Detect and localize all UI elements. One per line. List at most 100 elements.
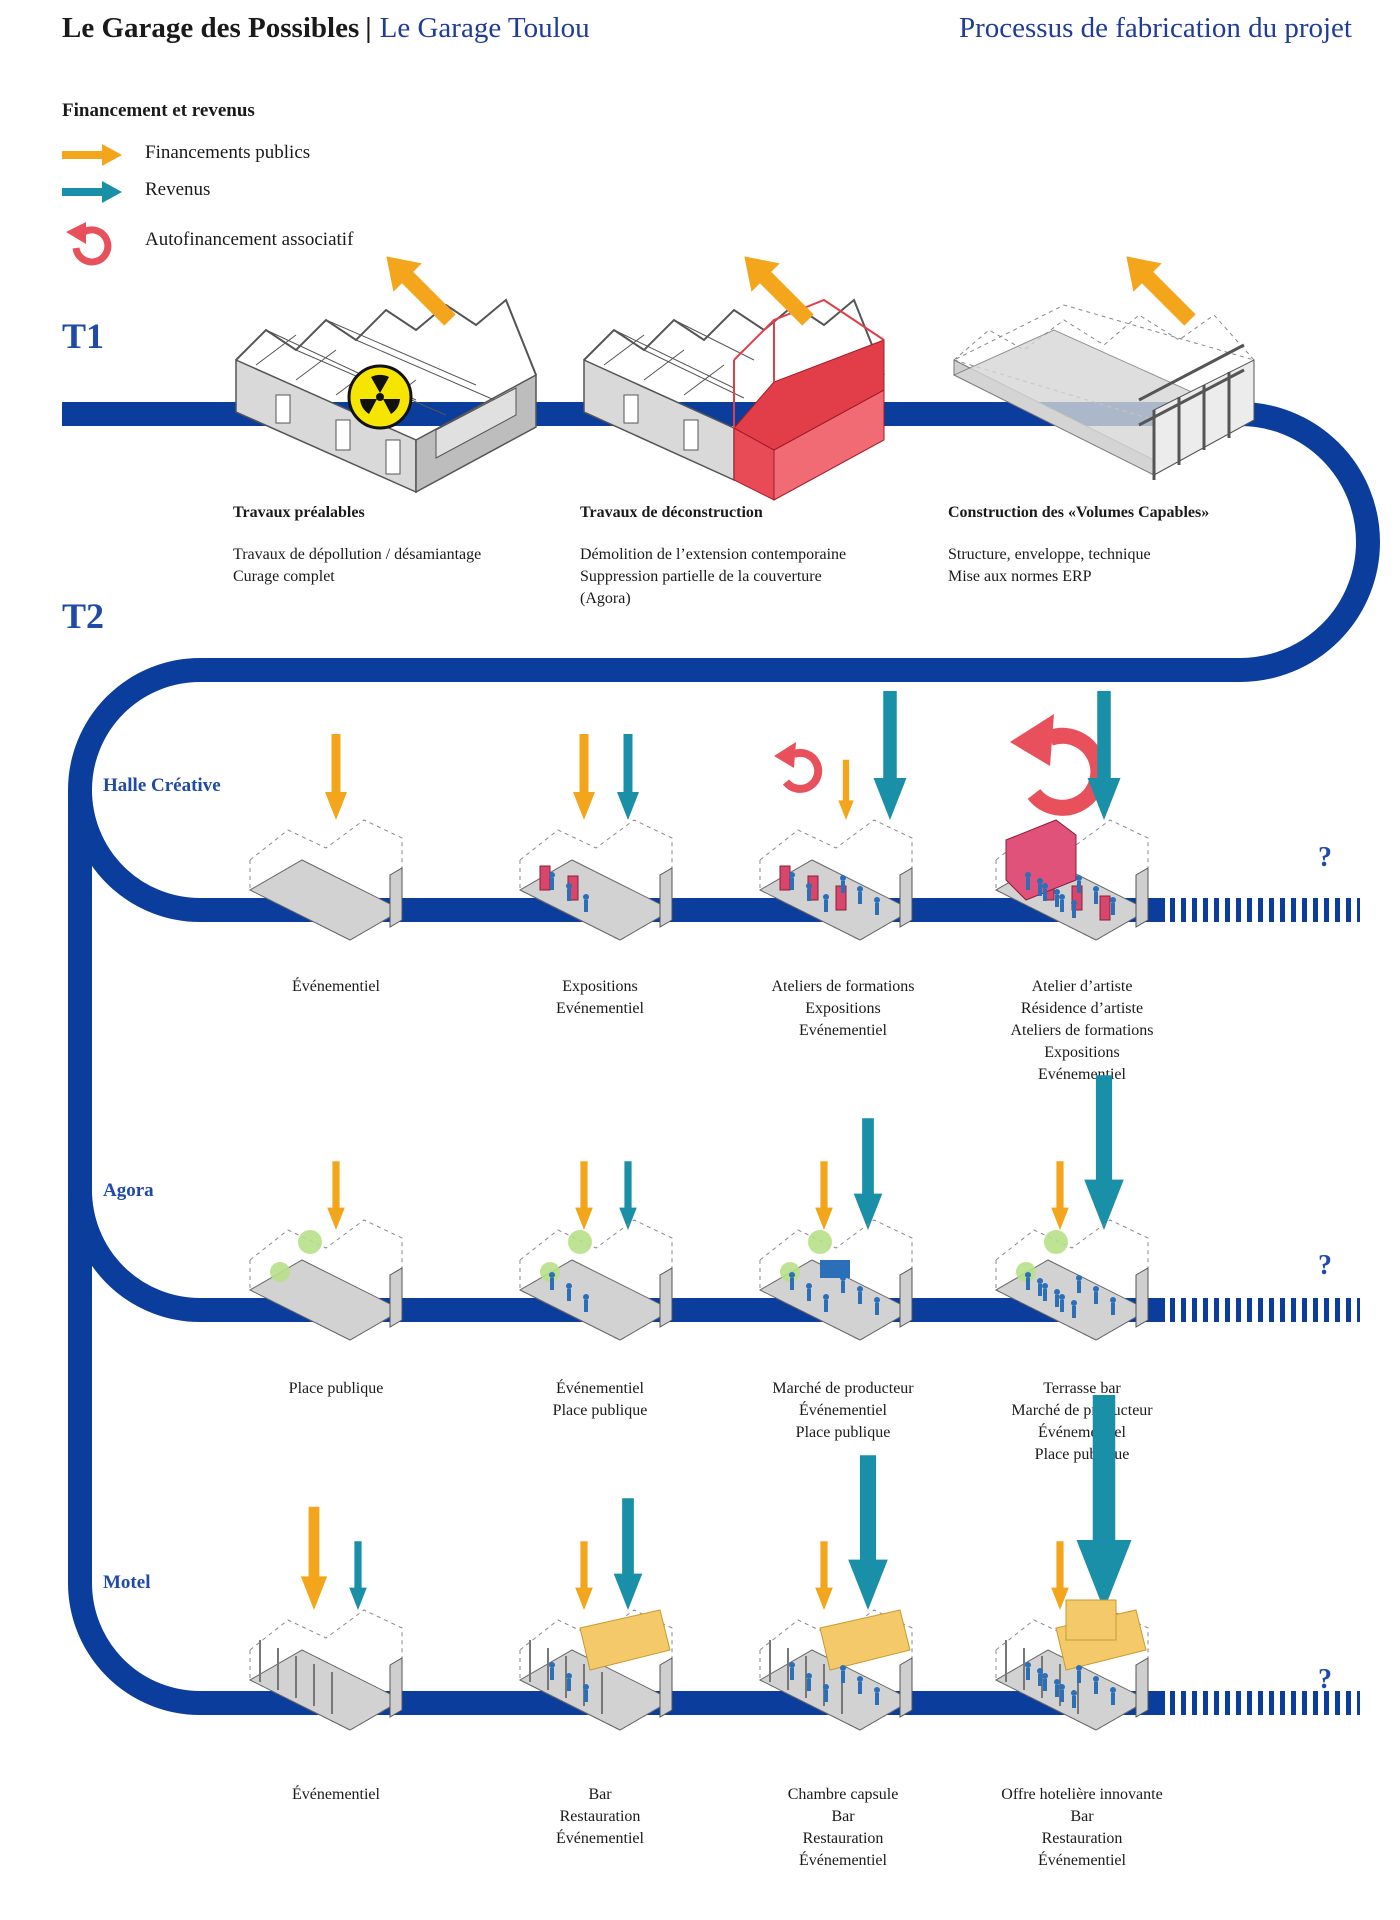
program-building-r2-c2 <box>518 1219 674 1341</box>
caption-line: Événementiel <box>556 1380 644 1397</box>
program-building-r1-c3 <box>758 819 914 941</box>
caption-line: Chambre capsule <box>787 1786 899 1803</box>
caption-line: Ateliers de formations <box>1010 1022 1154 1039</box>
self-financing-arrow-r1-c3 <box>774 742 823 793</box>
caption-line: Terrasse bar <box>1043 1380 1121 1397</box>
caption-line: Résidence d’artiste <box>1020 1000 1144 1017</box>
caption-line: Marché de producteur <box>1011 1402 1153 1419</box>
public-funding-arrow-r3-c3 <box>815 1541 833 1610</box>
public-funding-arrow-r2-c3 <box>815 1161 833 1230</box>
revenue-arrow-icon <box>62 181 122 203</box>
phase-t2-label: T2 <box>62 596 105 636</box>
caption-line: Événementiel <box>1038 1852 1126 1869</box>
caption-r1-c4: Atelier d’artiste Résidence d’artiste At… <box>962 976 1202 1086</box>
program-building-r3-c4 <box>994 1599 1150 1731</box>
project-subtitle: Le Garage Toulou <box>379 12 590 44</box>
public-funding-arrow-r2-c4 <box>1051 1161 1069 1230</box>
caption-line: Place publique <box>795 1424 891 1441</box>
revenue-arrow-r3-c4 <box>1076 1395 1132 1610</box>
self-financing-arrow-r1-c4 <box>1010 714 1107 816</box>
caption-r2-c3: Marché de producteur Événementiel Place … <box>723 1378 963 1444</box>
caption-line: Place publique <box>288 1380 384 1397</box>
public-funding-arrow-r3-c1 <box>300 1506 328 1610</box>
process-title: Processus de fabrication du projet <box>958 12 1352 44</box>
t1-public-funding-arrow-1 <box>386 256 456 326</box>
row-3-future-question: ? <box>1318 1664 1332 1695</box>
revenue-arrow-r1-c3 <box>873 691 907 820</box>
program-building-r3-c1 <box>248 1609 404 1731</box>
revenue-arrow-r1-c2 <box>617 734 639 820</box>
revenue-arrow-r2-c4 <box>1084 1075 1124 1230</box>
t1-step-1-title: Travaux préalables <box>233 504 365 521</box>
row-1-future-question: ? <box>1318 842 1332 873</box>
program-building-r1-c1 <box>248 819 404 941</box>
caption-line: Événementiel <box>292 978 380 995</box>
public-funding-arrow-r3-c4 <box>1051 1541 1069 1610</box>
t1-step-1-line-2: Curage complet <box>233 568 335 585</box>
t1-step-2-line-1: Démolition de l’extension contemporaine <box>580 546 847 563</box>
caption-line: Offre hotelière innovante <box>1001 1786 1163 1803</box>
caption-r3-c3: Chambre capsule Bar Restauration Événeme… <box>723 1784 963 1872</box>
self-financing-circular-arrow-icon <box>66 222 112 266</box>
timeline-track <box>62 402 1380 1715</box>
public-funding-arrow-r3-c2 <box>575 1541 593 1610</box>
revenue-arrow-r2-c2 <box>619 1161 637 1230</box>
program-building-r3-c2 <box>518 1609 674 1731</box>
t1-step-3-title: Construction des «Volumes Capables» <box>948 504 1210 521</box>
caption-line: Evénementiel <box>556 1000 644 1017</box>
legend-self-label: Autofinancement associatif <box>145 229 354 250</box>
public-funding-arrow-r2-c1 <box>327 1161 345 1230</box>
row-2-future-question: ? <box>1318 1250 1332 1281</box>
t1-building-volumes-capables <box>952 304 1256 480</box>
title-separator: | <box>365 12 372 44</box>
caption-line: Bar <box>1070 1808 1094 1825</box>
t1-public-funding-arrow-2 <box>744 256 814 326</box>
row-label-halle-creative: Halle Créative <box>103 775 221 796</box>
program-building-r3-c3 <box>758 1609 914 1731</box>
t1-step-1-line-1: Travaux de dépollution / désamiantage <box>233 546 482 563</box>
caption-line: Restauration <box>559 1808 641 1825</box>
program-building-r2-c3 <box>758 1219 914 1341</box>
caption-line: Événementiel <box>556 1830 644 1847</box>
t1-step-3-line-1: Structure, enveloppe, technique <box>948 546 1151 563</box>
program-building-r1-c2 <box>518 819 674 941</box>
caption-line: Bar <box>588 1786 612 1803</box>
caption-r1-c2: Expositions Evénementiel <box>480 976 720 1020</box>
revenue-arrow-r3-c1 <box>349 1541 367 1610</box>
caption-r2-c2: Événementiel Place publique <box>480 1378 720 1422</box>
caption-line: Restauration <box>1041 1830 1123 1847</box>
public-funding-arrow-r1-c1 <box>325 734 347 820</box>
caption-r3-c4: Offre hotelière innovante Bar Restaurati… <box>962 1784 1202 1872</box>
revenue-arrow-r3-c3 <box>848 1455 888 1610</box>
t1-building-deconstruction <box>583 298 885 501</box>
phase-t1-label: T1 <box>62 316 105 356</box>
caption-line: Événementiel <box>799 1852 887 1869</box>
revenue-arrow-r1-c4 <box>1087 691 1121 820</box>
public-funding-arrow-r1-c2 <box>573 734 595 820</box>
project-name: Le Garage des Possibles <box>62 12 360 44</box>
program-buildings <box>248 819 1150 1731</box>
caption-r3-c1: Événementiel <box>216 1784 456 1806</box>
caption-line: Expositions <box>805 1000 881 1017</box>
t1-step-3-line-2: Mise aux normes ERP <box>948 568 1092 585</box>
t1-public-funding-arrow-3 <box>1126 256 1196 326</box>
public-funding-arrow-r1-c3 <box>838 759 854 820</box>
caption-line: Événementiel <box>799 1402 887 1419</box>
row-2-track <box>68 1189 1165 1322</box>
row-label-agora: Agora <box>103 1180 154 1201</box>
caption-r2-c1: Place publique <box>216 1378 456 1400</box>
caption-line: Ateliers de formations <box>771 978 915 995</box>
header-title: Le Garage des Possibles|Le Garage Toulou <box>62 12 590 45</box>
program-building-r2-c1 <box>248 1219 404 1341</box>
revenue-arrow-r2-c3 <box>853 1118 883 1230</box>
program-building-r2-c4 <box>994 1219 1150 1341</box>
legend-title: Financement et revenus <box>62 100 255 121</box>
legend-revenue-label: Revenus <box>145 179 211 200</box>
caption-line: Événementiel <box>292 1786 380 1803</box>
caption-r3-c2: Bar Restauration Événementiel <box>480 1784 720 1850</box>
funding-arrows <box>300 691 1132 1610</box>
program-building-r1-c4 <box>994 819 1150 941</box>
caption-line: Restauration <box>802 1830 884 1847</box>
public-funding-arrow-r2-c2 <box>575 1161 593 1230</box>
